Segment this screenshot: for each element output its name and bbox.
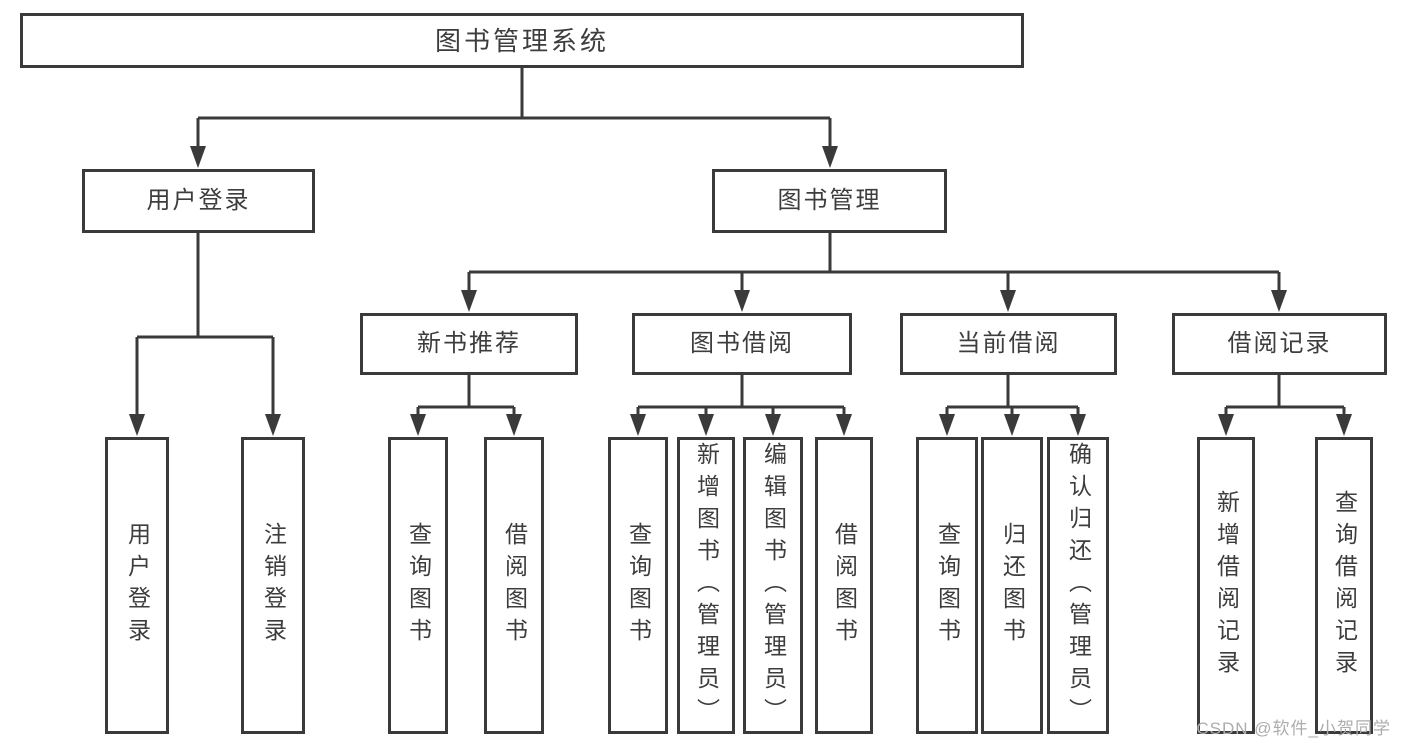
arrow-down-icon — [265, 414, 281, 436]
node-user-login: 用户登录 — [82, 169, 315, 233]
leaf-add-borrow-record: 新增借阅记录 — [1197, 437, 1255, 734]
arrow-down-icon — [1004, 414, 1020, 436]
leaf-logout: 注销登录 — [241, 437, 305, 734]
arrow-down-icon — [1218, 414, 1234, 436]
leaf-return-books: 归还图书 — [981, 437, 1043, 734]
leaf-user-login: 用户登录 — [105, 437, 169, 734]
leaf-query-books-borrow: 查询图书 — [608, 437, 668, 734]
node-borrow-records: 借阅记录 — [1172, 313, 1387, 375]
arrow-down-icon — [410, 414, 426, 436]
connector-path — [135, 68, 1346, 418]
arrow-down-icon — [129, 414, 145, 436]
node-root-system: 图书管理系统 — [20, 13, 1024, 68]
arrow-down-icon — [1271, 290, 1287, 312]
arrow-down-icon — [836, 414, 852, 436]
leaf-confirm-return-admin: 确认归还（管理员） — [1047, 437, 1109, 734]
arrow-down-icon — [461, 290, 477, 312]
arrow-down-icon — [630, 414, 646, 436]
leaf-query-books-current: 查询图书 — [916, 437, 978, 734]
leaf-query-borrow-record: 查询借阅记录 — [1315, 437, 1373, 734]
node-current-borrow: 当前借阅 — [900, 313, 1117, 375]
leaf-edit-books-admin: 编辑图书（管理员） — [743, 437, 803, 734]
node-book-borrow: 图书借阅 — [632, 313, 852, 375]
arrow-down-icon — [1336, 414, 1352, 436]
leaf-add-books-admin: 新增图书（管理员） — [677, 437, 735, 734]
arrow-down-icon — [939, 414, 955, 436]
node-new-book-recommend: 新书推荐 — [360, 313, 578, 375]
node-book-management: 图书管理 — [712, 169, 947, 233]
arrow-down-icon — [1000, 290, 1016, 312]
arrow-down-icon — [506, 414, 522, 436]
arrow-down-icon — [822, 146, 838, 168]
arrow-down-icon — [698, 414, 714, 436]
leaf-borrow-books-recommend: 借阅图书 — [484, 437, 544, 734]
arrowhead-icons — [129, 146, 1352, 436]
leaf-query-books-recommend: 查询图书 — [388, 437, 448, 734]
arrow-down-icon — [765, 414, 781, 436]
arrow-down-icon — [1070, 414, 1086, 436]
arrow-down-icon — [734, 290, 750, 312]
leaf-borrow-books: 借阅图书 — [815, 437, 873, 734]
arrow-down-icon — [190, 146, 206, 168]
